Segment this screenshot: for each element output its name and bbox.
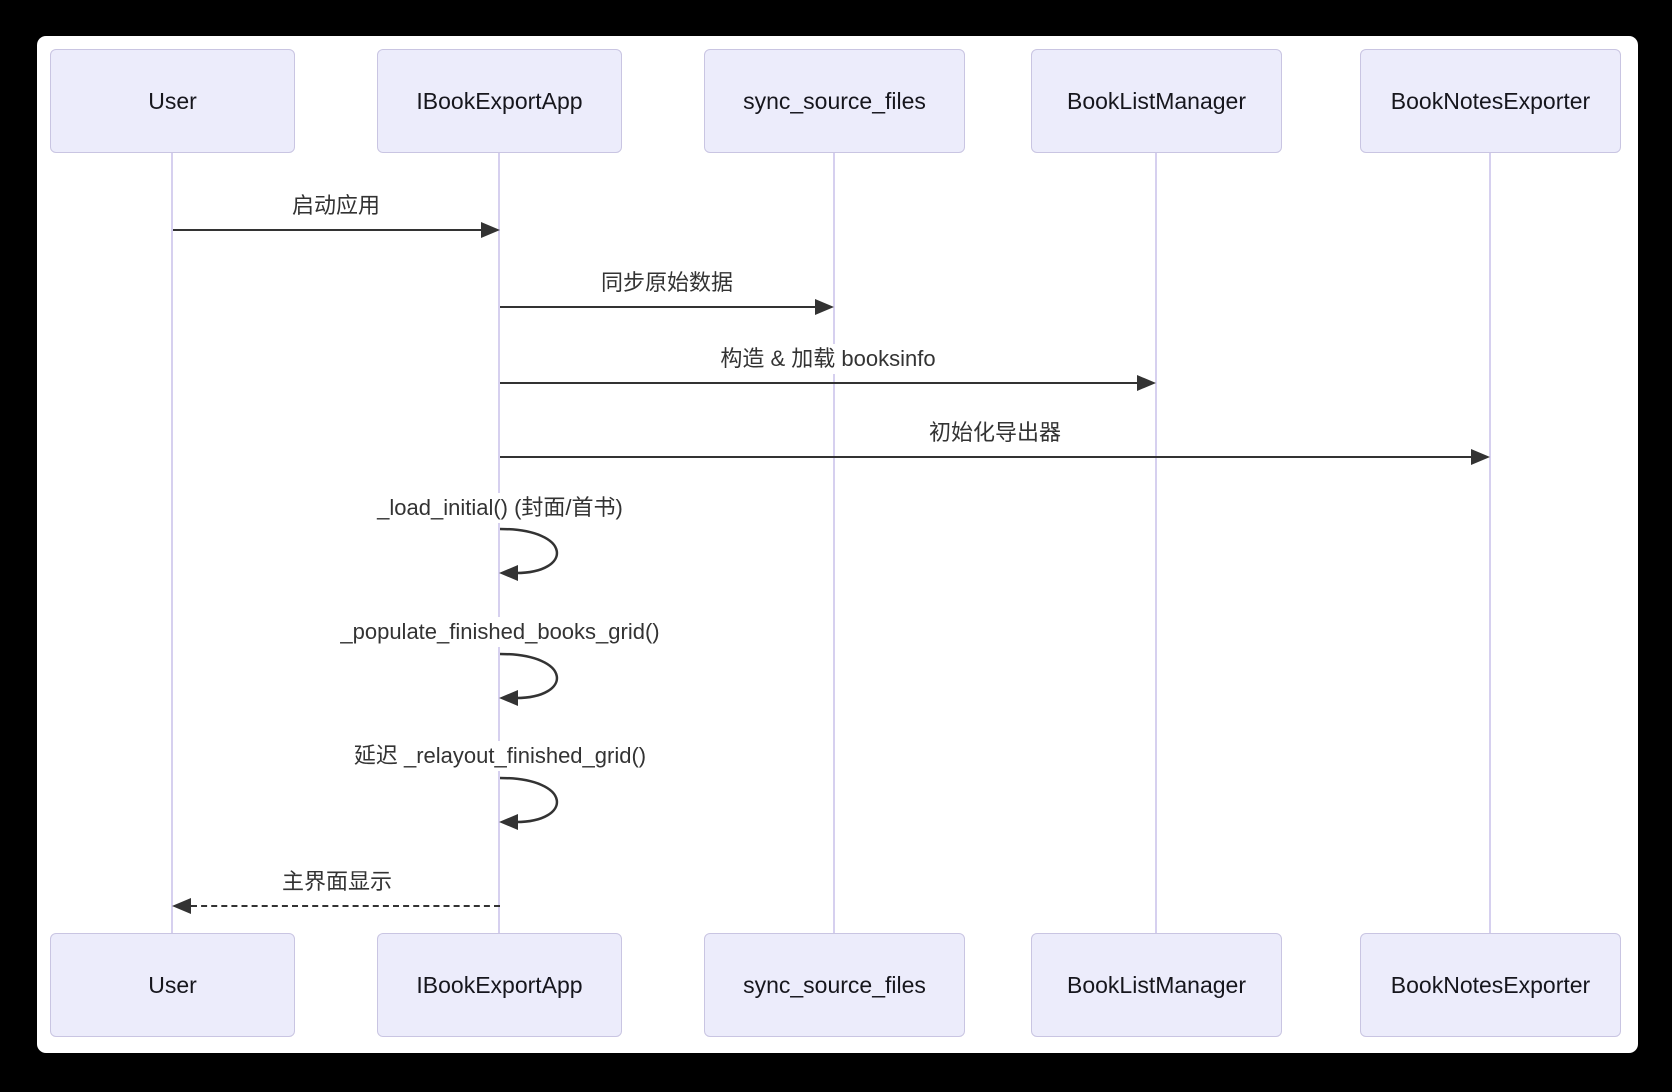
actor-box-ibookexportapp-bottom: IBookExportApp — [377, 933, 622, 1037]
actor-box-sync-source-files-top: sync_source_files — [704, 49, 965, 153]
lifeline-user — [171, 153, 173, 933]
actor-label: BookListManager — [1067, 971, 1246, 998]
actor-label: sync_source_files — [743, 971, 926, 998]
actor-box-sync-source-files-bottom: sync_source_files — [704, 933, 965, 1037]
actor-label: BookNotesExporter — [1390, 87, 1591, 114]
arrowhead-right-icon — [1137, 375, 1156, 391]
actor-box-ibookexportapp-top: IBookExportApp — [377, 49, 622, 153]
actor-label: User — [148, 971, 197, 998]
self-loop-arrow — [499, 652, 558, 706]
arrowhead-left-icon — [172, 898, 191, 914]
message-label: 同步原始数据 — [598, 268, 736, 298]
actor-label: IBookExportApp — [416, 971, 583, 998]
actor-box-user-bottom: User — [50, 933, 295, 1037]
actor-box-booknotesexporter-top: BookNotesExporter — [1360, 49, 1621, 153]
actor-label: sync_source_files — [743, 87, 926, 114]
actor-box-user-top: User — [50, 49, 295, 153]
lifeline-booklistmanager — [1155, 153, 1157, 933]
diagram-canvas — [37, 36, 1638, 1053]
actor-label: BookListManager — [1067, 87, 1246, 114]
actor-label: BookNotesExporter — [1390, 971, 1591, 998]
self-loop-arrow — [499, 527, 558, 581]
message-label: _populate_finished_books_grid() — [338, 617, 662, 647]
arrowhead-right-icon — [1471, 449, 1490, 465]
lifeline-sync-source-files — [833, 153, 835, 933]
actor-box-booklistmanager-top: BookListManager — [1031, 49, 1282, 153]
arrowhead-right-icon — [481, 222, 500, 238]
lifeline-booknotesexporter — [1489, 153, 1491, 933]
message-return-line — [191, 905, 500, 907]
actor-label: IBookExportApp — [416, 87, 583, 114]
arrowhead-right-icon — [815, 299, 834, 315]
message-label: 延迟 _relayout_finished_grid() — [351, 741, 649, 771]
actor-box-booknotesexporter-bottom: BookNotesExporter — [1360, 933, 1621, 1037]
message-arrow-line — [500, 382, 1138, 384]
message-label: 主界面显示 — [279, 867, 395, 897]
lifeline-ibookexportapp — [498, 153, 500, 933]
actor-box-booklistmanager-bottom: BookListManager — [1031, 933, 1282, 1037]
message-label: 启动应用 — [289, 191, 383, 221]
message-arrow-line — [173, 229, 482, 231]
message-arrow-line — [500, 306, 816, 308]
actor-label: User — [148, 87, 197, 114]
message-label: 构造 & 加载 booksinfo — [718, 344, 938, 374]
message-arrow-line — [500, 456, 1472, 458]
message-label: 初始化导出器 — [926, 418, 1064, 448]
message-label: _load_initial() (封面/首书) — [375, 493, 625, 523]
self-loop-arrow — [499, 776, 558, 830]
